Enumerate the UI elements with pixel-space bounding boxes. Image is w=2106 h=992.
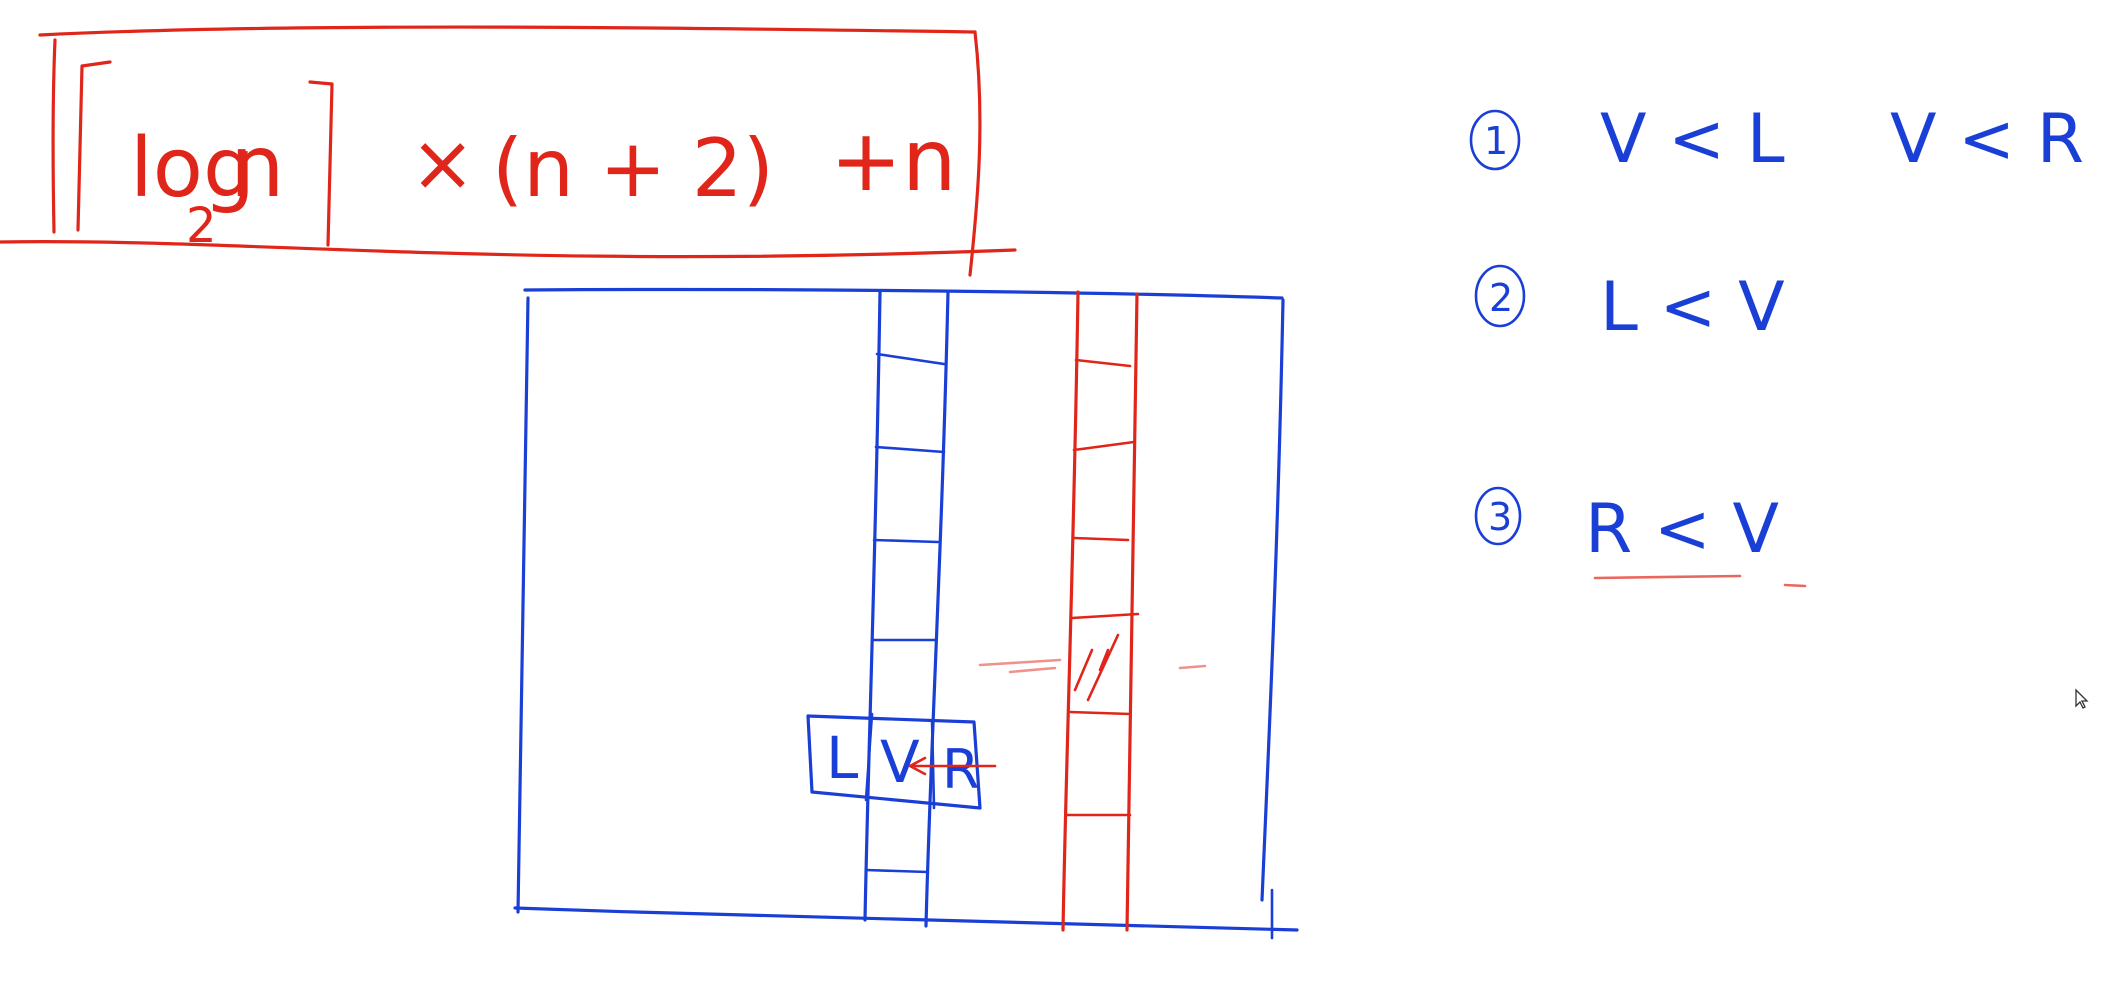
case-3-circle — [1474, 486, 1522, 546]
red-column-dividers — [1064, 358, 1140, 817]
case-1-condition-b: V < R — [1890, 100, 2084, 179]
red-cell-divider — [1074, 358, 1132, 368]
case-2-circle — [1474, 264, 1526, 328]
red-dash-mark — [978, 658, 1062, 674]
formula-plus-n: +n — [830, 111, 957, 211]
lvr-node-divider-right — [930, 718, 936, 810]
case-3-underline — [1593, 574, 1807, 588]
case-1: 1 V < L V < R — [1469, 100, 2084, 179]
case-3: 3 R < V — [1474, 486, 1807, 588]
matrix-bottom — [513, 906, 1299, 932]
case-3-number: 3 — [1488, 495, 1512, 539]
blue-column-left — [863, 290, 882, 922]
lvr-node-divider-left — [864, 712, 874, 802]
blue-cell-divider — [874, 445, 946, 454]
blue-column-right — [924, 290, 950, 928]
formula-paren-expr: (n + 2) — [492, 122, 774, 215]
floor-bracket-right — [308, 80, 334, 247]
case-3-condition-a: R < V — [1585, 490, 1779, 569]
matrix-right — [1260, 298, 1285, 902]
red-cell-divider — [1070, 612, 1140, 620]
floor-bracket-left — [76, 60, 112, 232]
formula-log: log — [130, 121, 255, 216]
formula-box-right — [968, 30, 982, 277]
cases-list: 1 V < L V < R 2 L < V 3 R < V — [1469, 100, 2084, 588]
formula-box-left — [51, 38, 57, 234]
case-1-condition-a: V < L — [1600, 100, 1785, 179]
mouse-cursor-icon — [2075, 688, 2089, 709]
blue-cell-divider — [875, 352, 946, 366]
red-cell-divider — [1068, 710, 1132, 716]
blue-cell-divider — [872, 538, 940, 544]
red-cell-divider — [1072, 440, 1136, 452]
lvr-arrow — [908, 756, 997, 776]
case-2-condition-a: L < V — [1600, 268, 1785, 347]
case-1-number: 1 — [1484, 119, 1508, 163]
red-cell-divider — [1072, 536, 1130, 542]
lvr-node-box — [806, 714, 982, 810]
case-2-number: 2 — [1489, 276, 1513, 320]
red-column-scribble — [1073, 633, 1120, 702]
formula-log-base: 2 — [186, 198, 217, 254]
blue-column-dividers — [864, 352, 946, 874]
lvr-node-left: L — [826, 724, 858, 792]
lvr-node: L V R — [806, 712, 997, 810]
formula-log-arg: n — [230, 117, 285, 217]
matrix-left — [516, 296, 530, 914]
red-column-left — [1061, 290, 1080, 932]
formula-box-top — [38, 25, 977, 37]
case-1-circle — [1469, 109, 1521, 171]
formula-box-bottom — [0, 240, 1017, 259]
formula-box: log 2 n × (n + 2) +n — [0, 25, 1017, 277]
lvr-node-right: R — [942, 738, 980, 801]
case-2: 2 L < V — [1474, 264, 1785, 347]
matrix-top — [523, 287, 1284, 300]
red-dash-mark — [1178, 664, 1207, 670]
blue-cell-divider — [864, 868, 930, 874]
lvr-node-mid: V — [880, 728, 920, 796]
matrix: L V R — [513, 287, 1299, 940]
formula-times: × — [410, 119, 475, 209]
red-column-right — [1125, 292, 1139, 932]
